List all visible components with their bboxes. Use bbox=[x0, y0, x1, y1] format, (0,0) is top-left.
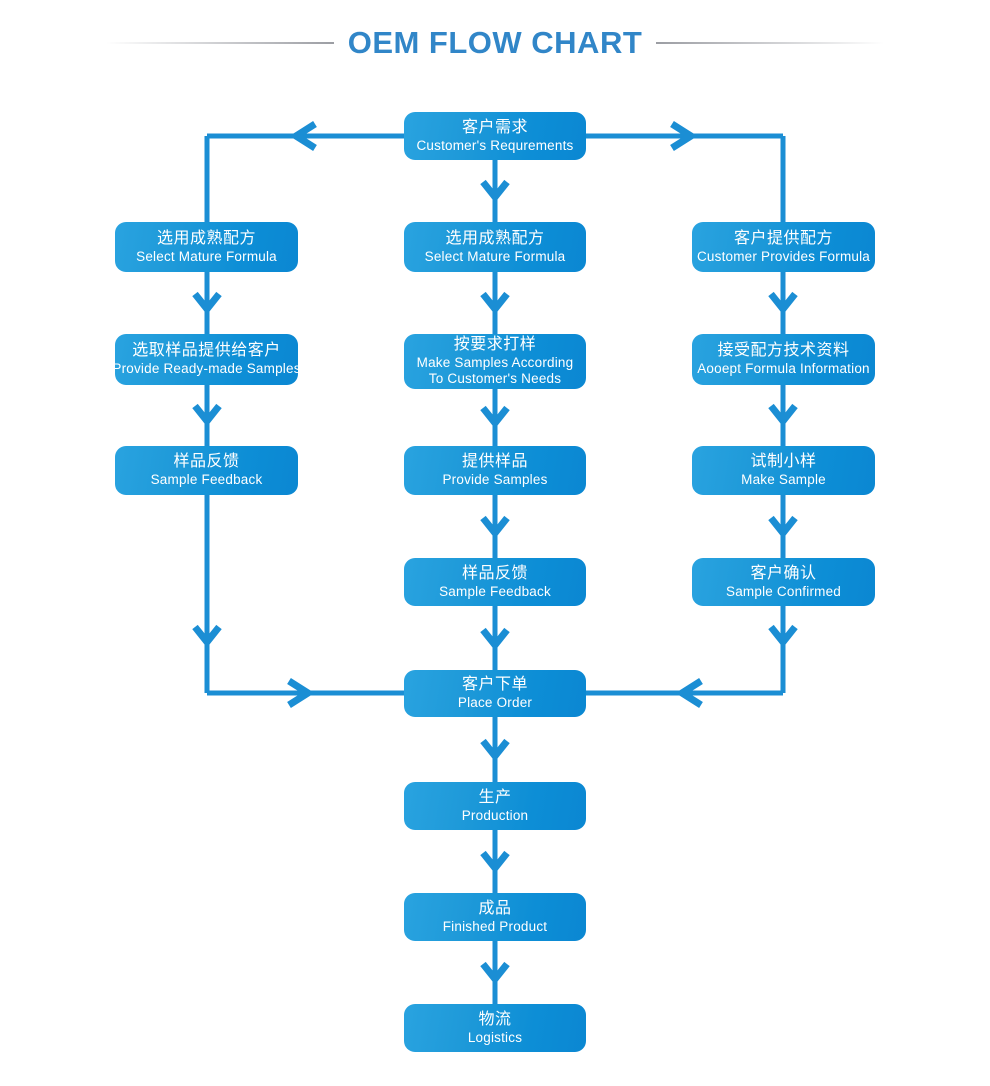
node-provide-samples[interactable]: 提供样品 Provide Samples bbox=[404, 446, 586, 495]
edge-production-to-finished bbox=[480, 830, 510, 893]
node-sample-confirmed[interactable]: 客户确认 Sample Confirmed bbox=[692, 558, 875, 606]
node-sample-feedback-center[interactable]: 样品反馈 Sample Feedback bbox=[404, 558, 586, 606]
node-label-cn: 成品 bbox=[478, 899, 512, 917]
node-production[interactable]: 生产 Production bbox=[404, 782, 586, 830]
node-label-cn: 客户下单 bbox=[461, 676, 528, 694]
node-label-en-line1: Make Samples According bbox=[416, 355, 574, 371]
node-label-en: Customer Provides Formula bbox=[696, 248, 871, 264]
node-sample-feedback-left[interactable]: 样品反馈 Sample Feedback bbox=[115, 446, 298, 495]
node-label-cn: 客户需求 bbox=[461, 118, 528, 136]
node-logistics[interactable]: 物流 Logistics bbox=[404, 1004, 586, 1052]
edge-order-to-production bbox=[480, 717, 510, 782]
node-label-en: Sample Confirmed bbox=[726, 583, 841, 599]
title-rule-left bbox=[105, 42, 334, 44]
edge-c1-to-c2 bbox=[480, 272, 510, 334]
node-label-cn: 按要求打样 bbox=[453, 336, 537, 354]
edge-c4-to-order bbox=[480, 606, 510, 670]
node-label-en: Production bbox=[461, 807, 529, 823]
node-label-cn: 样品反馈 bbox=[461, 564, 528, 582]
node-label-en: Make Sample bbox=[741, 472, 826, 488]
node-place-order[interactable]: 客户下单 Place Order bbox=[404, 670, 586, 717]
node-select-mature-formula-center[interactable]: 选用成熟配方 Select Mature Formula bbox=[404, 222, 586, 272]
page-title-bar: OEM FLOW CHART bbox=[0, 20, 990, 66]
node-label-cn: 选用成熟配方 bbox=[445, 229, 545, 247]
node-label-en: Customer's Requrements bbox=[416, 137, 574, 153]
title-rule-right bbox=[656, 42, 885, 44]
edge-r1-to-r2 bbox=[768, 272, 798, 334]
node-label-cn: 选取样品提供给客户 bbox=[132, 342, 281, 360]
node-make-samples-according-to-needs[interactable]: 按要求打样 Make Samples According To Customer… bbox=[404, 334, 586, 389]
edge-l3-to-order bbox=[192, 495, 404, 708]
edge-finished-to-logistics bbox=[480, 941, 510, 1004]
node-label-cn: 样品反馈 bbox=[173, 453, 240, 471]
node-make-sample[interactable]: 试制小样 Make Sample bbox=[692, 446, 875, 495]
edge-start-to-right bbox=[586, 121, 786, 222]
node-finished-product[interactable]: 成品 Finished Product bbox=[404, 893, 586, 941]
node-label-cn: 物流 bbox=[478, 1010, 512, 1028]
node-label-en: Provide Samples bbox=[442, 472, 548, 488]
node-label-en-line2: To Customer's Needs bbox=[428, 370, 562, 386]
node-label-en: Select Mature Formula bbox=[136, 248, 277, 264]
node-label-en: Sample Feedback bbox=[439, 583, 551, 599]
node-label-en: Select Mature Formula bbox=[424, 248, 566, 264]
node-label-en: Finished Product bbox=[442, 918, 548, 934]
edge-r2-to-r3 bbox=[768, 385, 798, 446]
node-label-cn: 客户确认 bbox=[750, 564, 817, 582]
edge-r4-to-order bbox=[586, 606, 798, 708]
node-label-cn: 提供样品 bbox=[461, 453, 528, 471]
node-label-en: Make Samples According To Customer's Nee… bbox=[417, 355, 574, 387]
node-label-en: Provide Ready-made Samples bbox=[112, 361, 301, 377]
node-provide-ready-made-samples[interactable]: 选取样品提供给客户 Provide Ready-made Samples bbox=[112, 334, 301, 385]
node-label-cn: 选用成熟配方 bbox=[156, 229, 256, 247]
node-label-en: Logistics bbox=[467, 1029, 523, 1045]
edge-l2-to-l3 bbox=[192, 385, 222, 446]
edge-r3-to-r4 bbox=[768, 495, 798, 558]
node-customer-provides-formula[interactable]: 客户提供配方 Customer Provides Formula bbox=[692, 222, 875, 272]
page-title: OEM FLOW CHART bbox=[347, 25, 643, 60]
node-label-en: Sample Feedback bbox=[150, 472, 263, 488]
node-label-cn: 试制小样 bbox=[750, 453, 817, 471]
node-label-cn: 生产 bbox=[478, 788, 512, 806]
node-label-en: Aooept Formula Information bbox=[697, 361, 870, 377]
node-label-en: Place Order bbox=[457, 695, 533, 711]
node-label-cn: 客户提供配方 bbox=[733, 229, 833, 247]
edge-start-to-left bbox=[204, 121, 404, 222]
node-accept-formula-information[interactable]: 接受配方技术资料 Aooept Formula Information bbox=[692, 334, 875, 385]
edge-c2-to-c3 bbox=[480, 389, 510, 446]
node-customer-requirements[interactable]: 客户需求 Customer's Requrements bbox=[404, 112, 586, 160]
edge-l1-to-l2 bbox=[192, 272, 222, 334]
node-label-cn: 接受配方技术资料 bbox=[717, 342, 850, 360]
edge-start-to-c1 bbox=[480, 160, 510, 222]
node-select-mature-formula-left[interactable]: 选用成熟配方 Select Mature Formula bbox=[115, 222, 298, 272]
edge-c3-to-c4 bbox=[480, 495, 510, 558]
